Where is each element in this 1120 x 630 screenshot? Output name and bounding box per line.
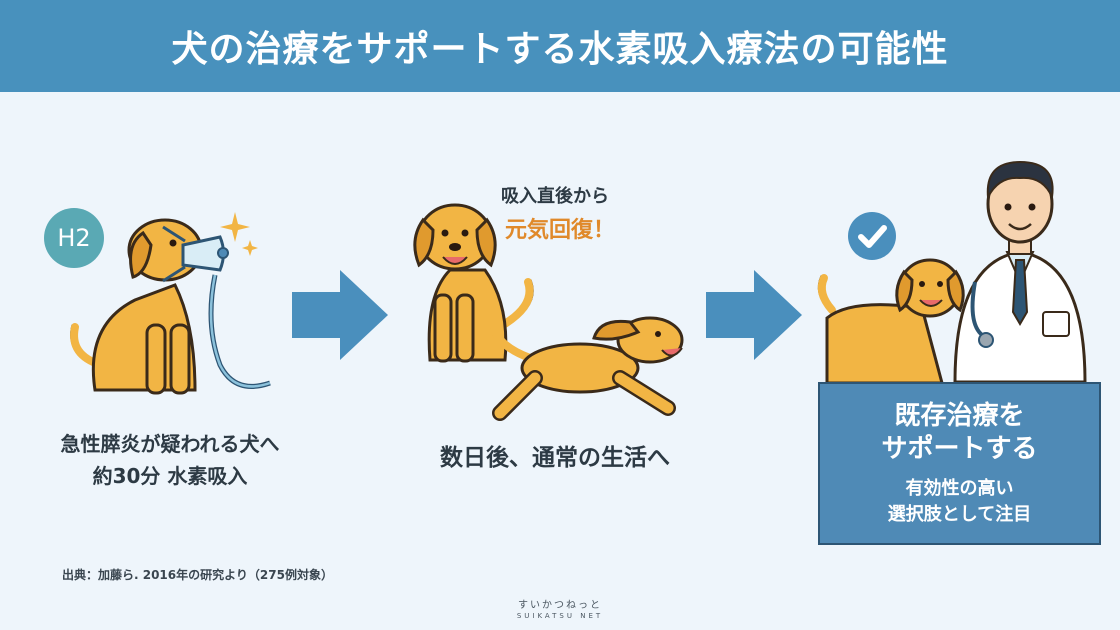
svg-text:H2: H2 [57, 224, 90, 252]
panel1-caption-line2: 約30分 水素吸入 [92, 464, 248, 488]
recovery-callout-line2: 元気回復！ [504, 218, 615, 243]
result-sub-line1: 有効性の高い [905, 478, 1014, 499]
arrow-right-icon [292, 270, 388, 360]
panel2-caption: 数日後、通常の生活へ [440, 445, 670, 471]
result-sub-line2: 選択肢として注目 [887, 504, 1032, 525]
result-subtitle: 有効性の高い 選択肢として注目 [820, 476, 1099, 528]
running-dog-illustration [490, 316, 684, 421]
veterinarian-illustration [953, 160, 1087, 384]
sitting-dog-illustration [413, 203, 534, 363]
source-citation: 出典：加藤ら. 2016年の研究より（275例対象） [62, 568, 333, 582]
brand-logo-en: SUIKATSU NET [516, 612, 604, 620]
panel1-caption-line1: 急性膵炎が疑われる犬へ [60, 432, 280, 456]
check-circle-icon [848, 212, 896, 260]
panel1-caption: 急性膵炎が疑われる犬へ 約30分 水素吸入 [20, 428, 320, 492]
result-title-line1: 既存治療を [894, 401, 1025, 431]
page-title: 犬の治療をサポートする水素吸入療法の可能性 [171, 29, 949, 70]
result-title-line2: サポートする [881, 434, 1038, 464]
sparkle-icon [220, 212, 258, 256]
dog-with-mask-illustration [70, 218, 271, 395]
result-title: 既存治療を サポートする [820, 400, 1099, 466]
happy-dog-illustration [817, 258, 965, 385]
h2-badge: H2 [44, 208, 104, 268]
arrow-right-icon [706, 270, 802, 360]
recovery-callout-line1: 吸入直後から [501, 186, 609, 207]
header-banner: 犬の治療をサポートする水素吸入療法の可能性 [0, 0, 1120, 92]
brand-logo: すいかつねっと SUIKATSU NET [500, 596, 620, 620]
brand-logo-jp: すいかつねっと [518, 600, 602, 611]
result-box: 既存治療を サポートする 有効性の高い 選択肢として注目 [818, 382, 1101, 545]
